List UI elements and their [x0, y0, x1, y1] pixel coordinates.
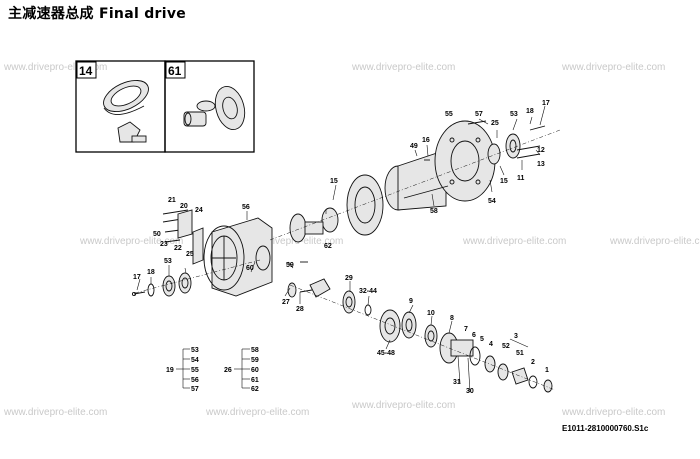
group-19-member: 56: [191, 377, 199, 384]
inset-number: 14: [79, 64, 93, 78]
group-19-parent: 19: [166, 367, 174, 374]
callout-56: 56: [242, 204, 250, 211]
differential-flange-55: [384, 120, 546, 211]
center-axes: [134, 129, 561, 391]
callout-29: 29: [345, 275, 353, 282]
group-brackets: [176, 338, 529, 389]
callout-59: 59: [286, 262, 294, 269]
callout-11: 11: [517, 175, 525, 182]
callout-49: 49: [410, 143, 418, 150]
group-26-member: 60: [251, 367, 259, 374]
callout-25-right: 25: [491, 120, 499, 127]
callout-15: 15: [330, 178, 338, 185]
inset-box-61: 61: [164, 60, 255, 153]
callout-18-left: 18: [147, 269, 155, 276]
watermark-text: www.drivepro-elite.com: [239, 236, 343, 247]
callout-28: 28: [296, 306, 304, 313]
group-26-member: 61: [251, 377, 259, 384]
pinion-assembly-62: [289, 207, 339, 263]
leader-lines: [136, 105, 546, 393]
callout-50: 50: [153, 231, 161, 238]
callout-25-left: 25: [186, 251, 194, 258]
callout-1: 1: [545, 367, 549, 374]
housing-part-56: [192, 217, 273, 297]
watermark-text: www.drivepro-elite.com: [205, 407, 309, 418]
watermark-text: www.drivepro-elite.com: [561, 407, 665, 418]
bolt-set-20-23: [162, 209, 193, 243]
callout-labels: 57 55 25 53 18 17 16 49 12 13 11 15 54 5…: [133, 100, 550, 395]
callout-22: 22: [174, 245, 182, 252]
drawing-code: E1011-2810000760.S1c: [562, 424, 649, 433]
callout-57: 57: [475, 111, 483, 118]
callout-30: 30: [466, 388, 474, 395]
callout-23: 23: [160, 241, 168, 248]
lower-shaft-assembly: [287, 278, 553, 393]
callout-13: 13: [537, 161, 545, 168]
watermark-text: www.drivepro-elite.com: [3, 407, 107, 418]
callout-16: 16: [422, 137, 430, 144]
callout-27: 27: [282, 299, 290, 306]
left-bearing-assembly: [131, 272, 192, 297]
callout-32-44: 32-44: [359, 288, 377, 295]
watermark-text: www.drivepro-elite.com: [609, 236, 700, 247]
callout-18-right: 18: [526, 108, 534, 115]
group-26-member: 58: [251, 347, 259, 354]
callout-24: 24: [195, 207, 203, 214]
watermarks: www.drivepro-elite.com www.drivepro-elit…: [3, 62, 700, 418]
inset-number: 61: [168, 64, 182, 78]
callout-12: 12: [537, 147, 545, 154]
callout-6: 6: [472, 332, 476, 339]
group-26-parent: 26: [224, 367, 232, 374]
callout-15-right: 15: [500, 178, 508, 185]
callout-62: 62: [324, 243, 332, 250]
callout-2: 2: [531, 359, 535, 366]
callout-17-left: 17: [133, 274, 141, 281]
callout-9: 9: [409, 298, 413, 305]
callout-60: 60: [246, 265, 254, 272]
callout-3: 3: [514, 333, 518, 340]
group-19-member: 57: [191, 386, 199, 393]
callout-31: 31: [453, 379, 461, 386]
watermark-text: www.drivepro-elite.com: [79, 236, 183, 247]
callout-20: 20: [180, 203, 188, 210]
group-19-member: 53: [191, 347, 199, 354]
callout-58: 58: [430, 208, 438, 215]
group-26-member: 62: [251, 386, 259, 393]
watermark-text: www.drivepro-elite.com: [351, 400, 455, 411]
callout-8: 8: [450, 315, 454, 322]
page-title: 主减速器总成 Final drive: [8, 6, 187, 22]
callout-7: 7: [464, 326, 468, 333]
callout-45-48: 45-48: [377, 350, 395, 357]
watermark-text: www.drivepro-elite.com: [462, 236, 566, 247]
callout-51: 51: [516, 350, 524, 357]
callout-52: 52: [502, 343, 510, 350]
callout-55: 55: [445, 111, 453, 118]
callout-10: 10: [427, 310, 435, 317]
callout-17-right: 17: [542, 100, 550, 107]
callout-4: 4: [489, 341, 493, 348]
group-19-member: 55: [191, 367, 199, 374]
inset-box-14: 14: [75, 60, 166, 153]
watermark-text: www.drivepro-elite.com: [351, 62, 455, 73]
watermark-text: www.drivepro-elite.com: [561, 62, 665, 73]
callout-53-left: 53: [164, 258, 172, 265]
callout-5: 5: [480, 336, 484, 343]
callout-53-right: 53: [510, 111, 518, 118]
group-26-member: 59: [251, 357, 259, 364]
callout-21: 21: [168, 197, 176, 204]
crown-gear: [346, 174, 384, 236]
watermark-text: www.drivepro-elite.com: [3, 62, 107, 73]
group-19-member: 54: [191, 357, 199, 364]
callout-54: 54: [488, 198, 496, 205]
